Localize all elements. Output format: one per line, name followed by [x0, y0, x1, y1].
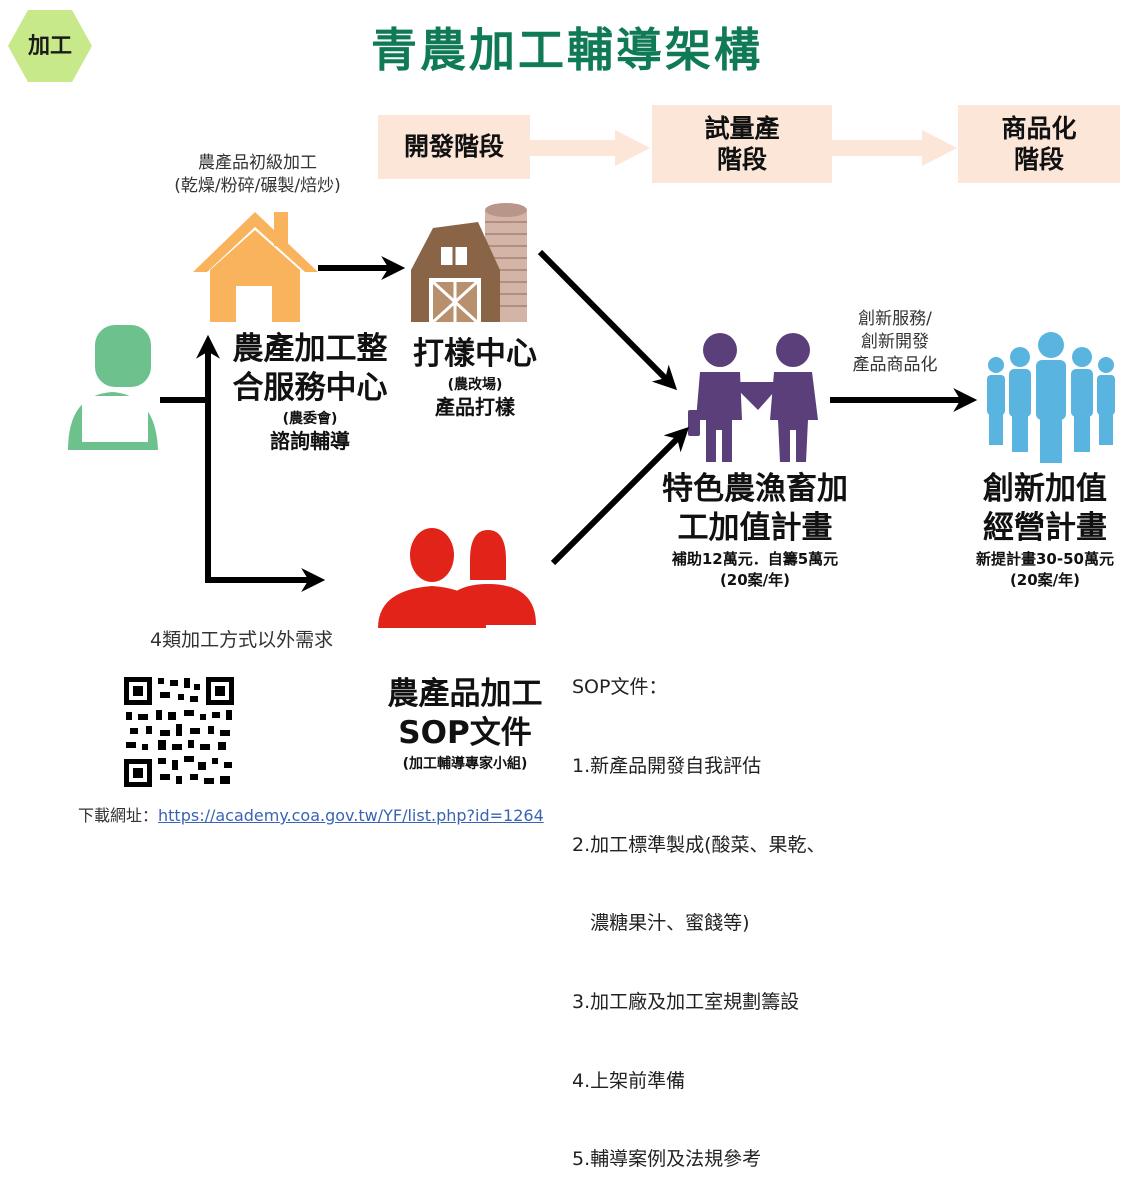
value-plan-title: 特色農漁畜加 工加值計畫	[662, 471, 848, 546]
download-row: 下載網址：https://academy.coa.gov.tw/YF/list.…	[78, 802, 544, 826]
other-needs-label: 4類加工方式以外需求	[150, 629, 334, 651]
prototype-center-desc: 產品打樣	[435, 394, 515, 419]
innovation-note: 創新服務/ 創新開發 產品商品化	[852, 309, 938, 375]
value-plan-subsidy: 補助12萬元．自籌5萬元	[671, 549, 839, 568]
house-icon	[193, 212, 318, 322]
barn-silo-icon	[411, 203, 527, 324]
sop-list-item: 4.上架前準備	[572, 1069, 686, 1092]
two-people-icon	[378, 528, 536, 628]
value-plan-cases: (20案/年)	[719, 570, 791, 589]
house-door	[236, 286, 272, 322]
page-title: 青農加工輔導架構	[371, 23, 763, 77]
sop-list-item: 2.加工標準製成(酸菜、果乾、	[572, 833, 826, 856]
sop-doc-title: 農產品加工 SOP文件	[387, 676, 543, 751]
tag-hexagon	[8, 10, 92, 82]
tag-label: 加工	[27, 34, 72, 59]
stage-development: 開發階段	[378, 115, 530, 179]
sop-doc-org: (加工輔導專家小組)	[402, 755, 528, 772]
diagram-graphics	[8, 10, 1115, 787]
primary-processing-line1: 農產品初級加工	[198, 153, 317, 173]
primary-processing-line2: (乾燥/粉碎/碾製/焙炒)	[174, 175, 341, 196]
innovation-plan-cases: (20案/年)	[1009, 570, 1081, 589]
integration-center-org: (農委會)	[282, 410, 338, 427]
sop-list-item: 5.輔導案例及法規參考	[572, 1148, 762, 1171]
connectors	[160, 249, 978, 592]
integration-center-desc: 諮詢輔導	[270, 428, 350, 453]
integration-center-title: 農產加工整 合服務中心	[232, 331, 388, 406]
group-icon	[987, 332, 1115, 463]
download-label: 下載網址：	[78, 806, 159, 825]
prototype-center-org: (農改場)	[447, 376, 503, 393]
download-link[interactable]: https://academy.coa.gov.tw/YF/list.php?i…	[158, 806, 544, 825]
stage-trial-production: 試量產 階段	[652, 105, 832, 183]
sop-list-item: 3.加工廠及加工室規劃籌設	[572, 991, 800, 1014]
innovation-plan-title: 創新加值 經營計畫	[983, 471, 1107, 546]
laptop-screen	[82, 396, 148, 442]
couple-icon	[688, 333, 818, 462]
sop-list-heading: SOP文件：	[572, 676, 668, 699]
stage-arrows	[530, 130, 957, 166]
sop-list-item: 濃糖果汁、蜜餞等)	[572, 912, 750, 935]
innovation-plan-subsidy: 新提計畫30-50萬元	[976, 549, 1114, 568]
qr-code-icon	[124, 677, 234, 787]
prototype-center-title: 打樣中心	[413, 336, 537, 372]
sop-list-item: 1.新產品開發自我評估	[572, 755, 762, 778]
stage-commercialization: 商品化 階段	[958, 105, 1120, 183]
